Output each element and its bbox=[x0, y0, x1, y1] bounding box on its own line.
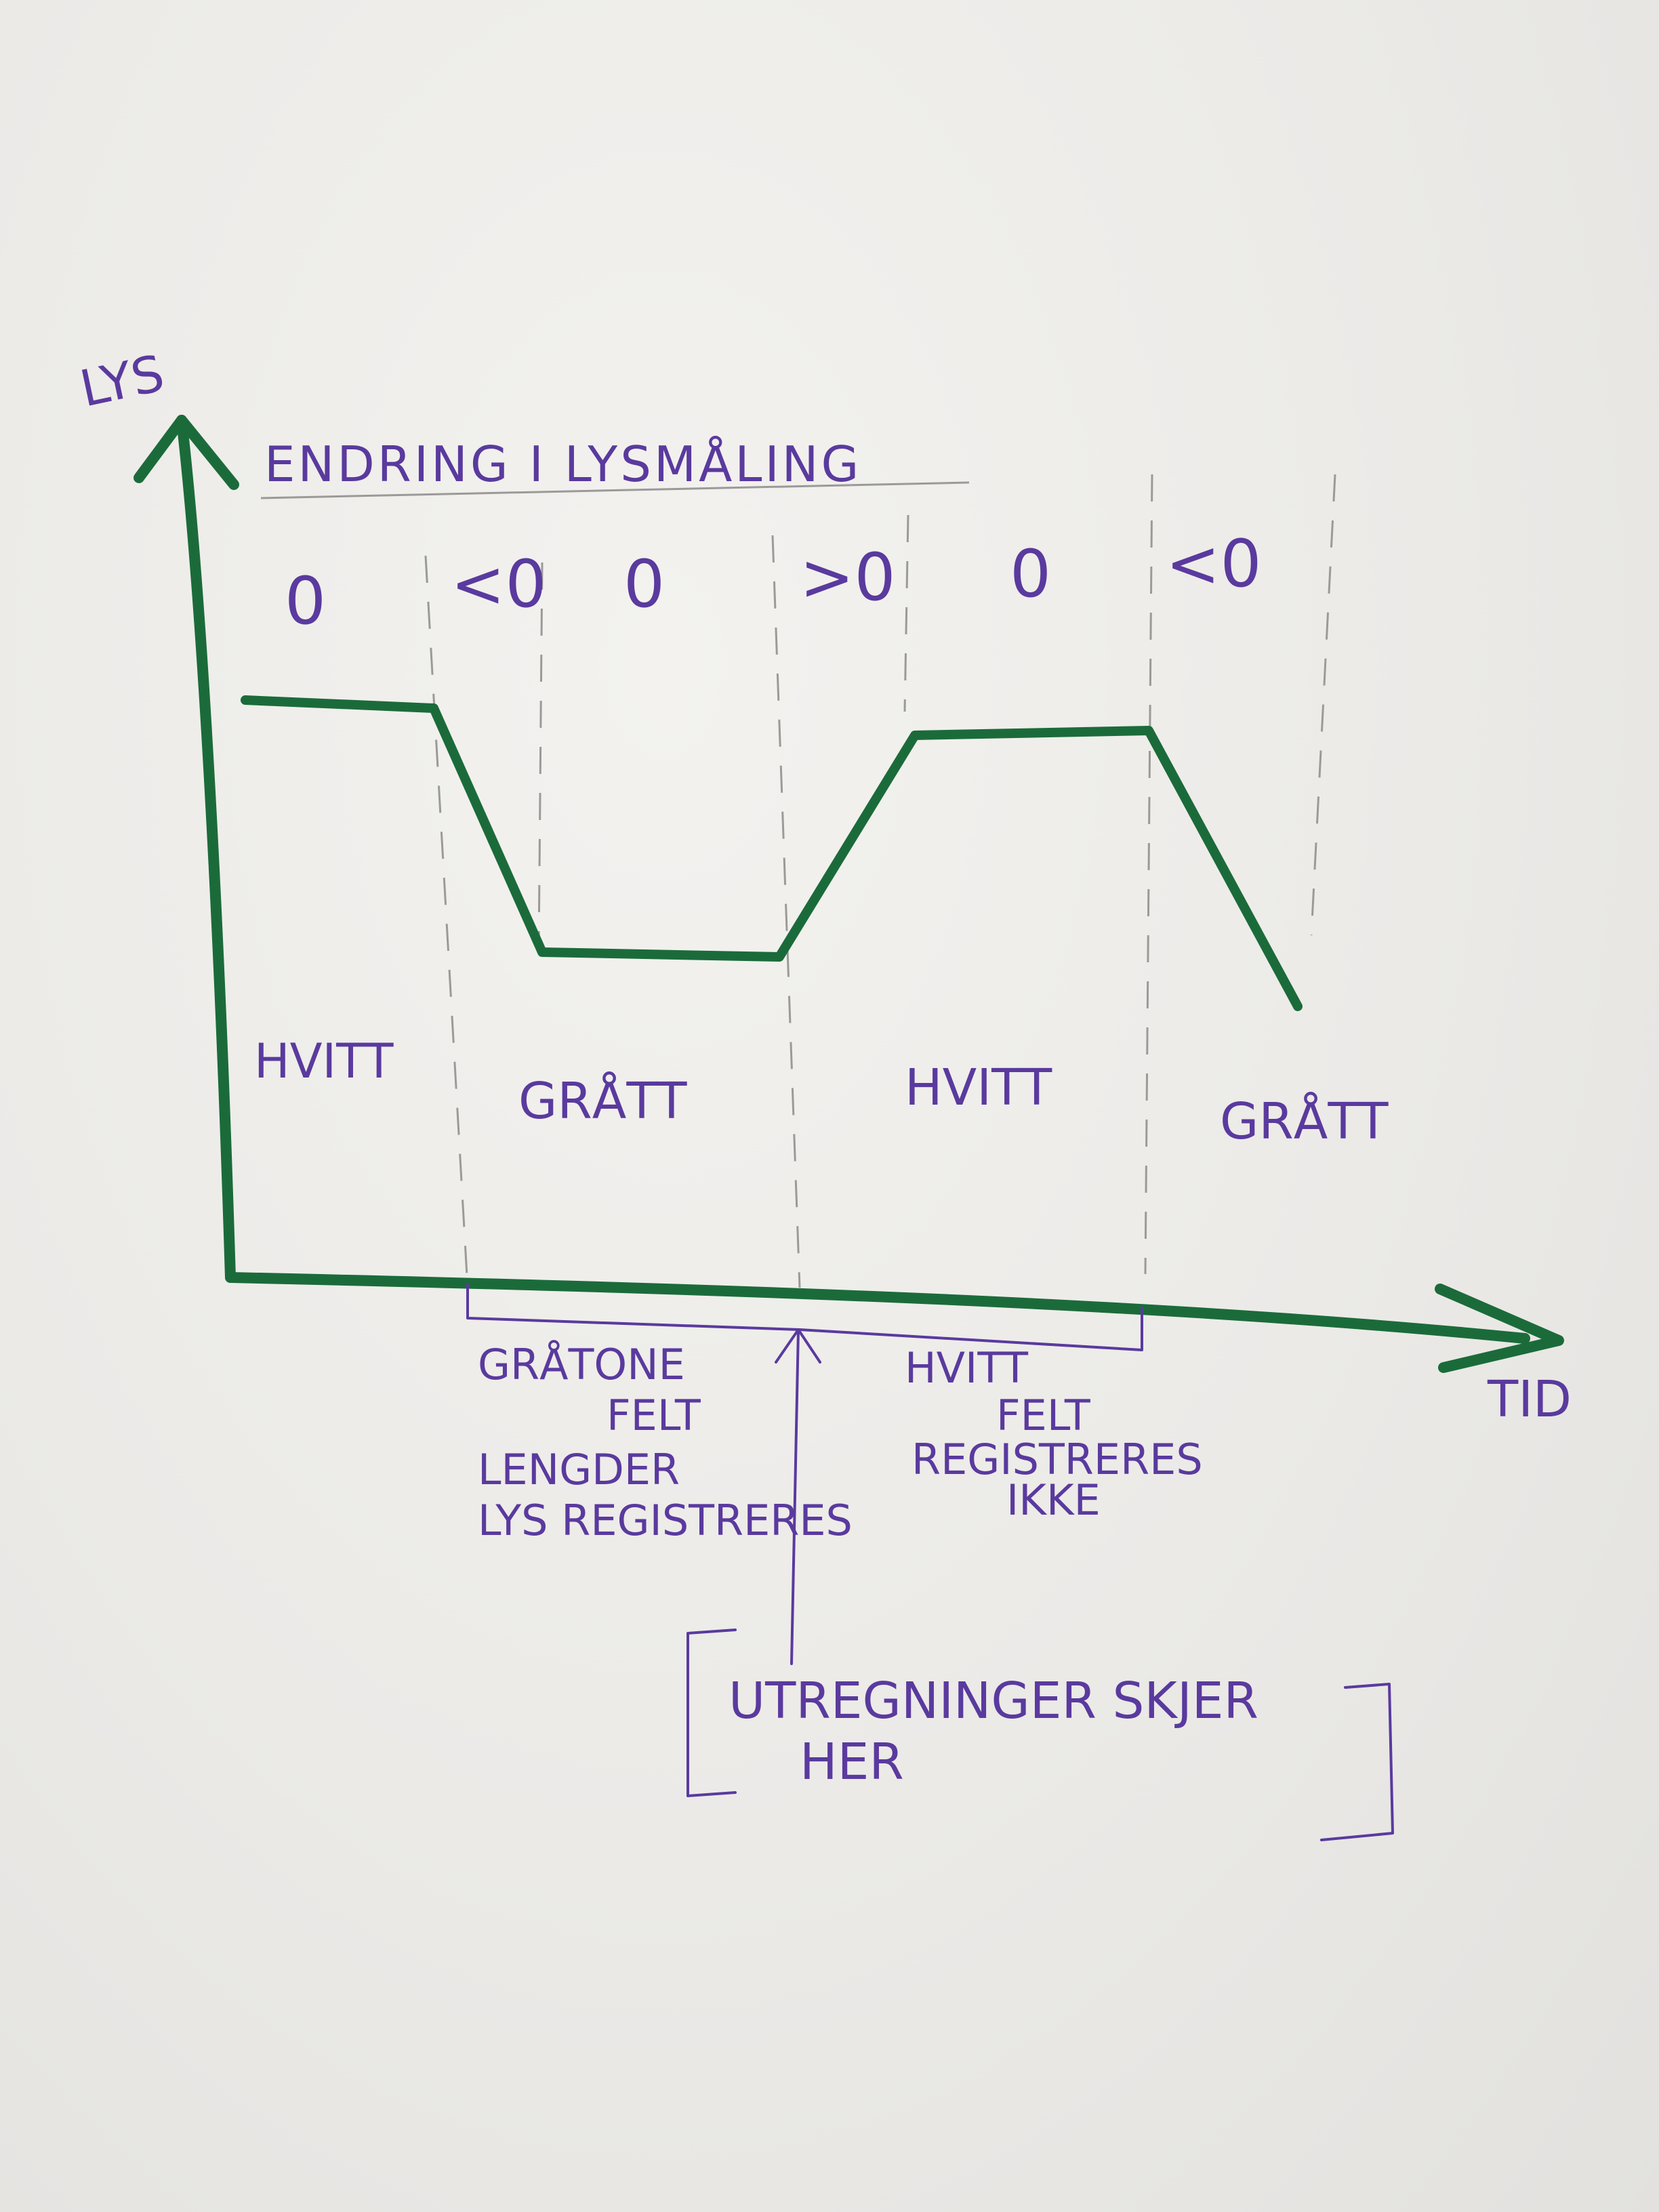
segment-guides bbox=[424, 474, 1336, 1288]
y-axis bbox=[176, 415, 236, 1283]
surface-label-2: GRÅTT bbox=[518, 1071, 687, 1130]
callout-line-2: HER bbox=[800, 1733, 904, 1791]
pointer-arrow bbox=[775, 1328, 821, 1665]
change-value-4: >0 bbox=[800, 539, 896, 615]
x-axis bbox=[225, 1272, 1530, 1344]
y-axis-arrow bbox=[134, 415, 239, 490]
surface-label-4: GRÅTT bbox=[1220, 1091, 1389, 1151]
change-value-2: <0 bbox=[451, 546, 547, 622]
y-axis-label: LYS bbox=[75, 344, 169, 419]
change-value-3: 0 bbox=[623, 546, 665, 622]
white-field-line-1: HVITT bbox=[905, 1343, 1029, 1393]
gray-field-line-3: LENGDER bbox=[478, 1445, 680, 1494]
callout-line-1: UTREGNINGER SKJER bbox=[729, 1672, 1258, 1730]
guide-line-5 bbox=[1144, 474, 1153, 1275]
change-value-5: 0 bbox=[1010, 536, 1051, 612]
gray-field-line-2: FELT bbox=[607, 1391, 701, 1440]
light-curve bbox=[241, 695, 1303, 1011]
gray-field-line-1: GRÅTONE bbox=[478, 1340, 685, 1389]
white-field-text: HVITT FELT REGISTRERES IKKE bbox=[905, 1343, 1203, 1525]
surface-label-1: HVITT bbox=[254, 1033, 394, 1089]
guide-line-4 bbox=[903, 514, 909, 712]
change-values: 0 <0 0 >0 0 <0 bbox=[285, 526, 1262, 639]
white-field-line-4: IKKE bbox=[1006, 1475, 1101, 1525]
x-axis-arrow bbox=[1435, 1284, 1564, 1373]
gray-field-text: GRÅTONE FELT LENGDER LYS REGISTRERES bbox=[478, 1340, 853, 1545]
change-value-1: 0 bbox=[285, 563, 326, 639]
gray-field-line-4: LYS REGISTRERES bbox=[478, 1496, 853, 1545]
gray-field-bracket bbox=[466, 1283, 801, 1331]
white-field-bracket bbox=[798, 1307, 1143, 1351]
white-field-line-2: FELT bbox=[996, 1391, 1091, 1440]
change-value-6: <0 bbox=[1166, 526, 1262, 602]
guide-line-3 bbox=[771, 535, 801, 1288]
surface-label-3: HVITT bbox=[905, 1059, 1052, 1117]
chart-title: ENDRING I LYSMÅLING bbox=[264, 436, 861, 493]
guide-line-6 bbox=[1310, 474, 1336, 936]
guide-line-1 bbox=[424, 555, 469, 1288]
white-field-line-3: REGISTRERES bbox=[912, 1435, 1203, 1484]
surface-labels: HVITT GRÅTT HVITT GRÅTT bbox=[254, 1033, 1389, 1151]
x-axis-label: TID bbox=[1487, 1370, 1572, 1429]
callout-left-bracket bbox=[687, 1629, 737, 1797]
title-underline bbox=[260, 481, 970, 499]
callout-right-bracket bbox=[1320, 1683, 1394, 1841]
guide-line-2 bbox=[537, 562, 544, 949]
